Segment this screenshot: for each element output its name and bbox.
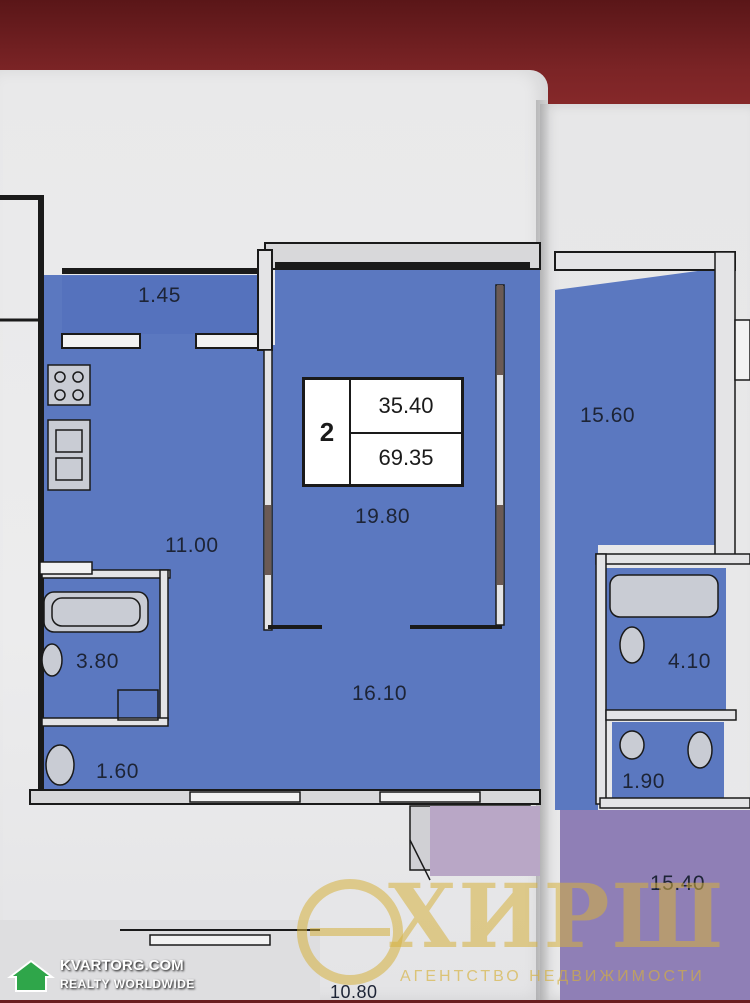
room-label-neighbor-room: 15.60 [580,404,636,427]
total-area: 69.35 [378,445,434,470]
site-watermark: KVARTORG.COM REALTY WORLDWIDE [6,955,196,995]
room-label-neighbor-lower: 15.40 [650,872,706,895]
bathtub [43,591,149,633]
rooms-count: 2 [305,380,351,484]
wall-balcony-side [257,249,273,351]
toilet [45,744,75,786]
window-balcony [195,333,259,349]
room-label-bathroom: 3.80 [76,650,119,673]
neighbor-lower-fill [560,810,750,1000]
site-tagline: REALTY WORLDWIDE [60,977,195,991]
house-icon [7,959,55,992]
room-label-kitchen: 11.00 [165,534,219,557]
balcony-fill [62,276,262,334]
agency-brand: ХИРШ [388,864,726,968]
room-label-bedroom: 19.80 [355,505,411,528]
wall-left-top [0,195,44,200]
room-label-neighbor-wc: 1.90 [622,770,665,793]
wall-top-left [62,268,267,274]
partition-left [263,349,273,631]
apartment-info-box: 2 35.40 69.35 [302,377,464,487]
site-name: KVARTORG.COM [60,957,184,974]
bath-sink [41,643,63,677]
room-label-wc: 1.60 [96,760,139,783]
room-label-bottom: 10.80 [330,982,378,1002]
room-label-living: 16.10 [352,682,408,705]
kitchen-sink [47,419,91,491]
agency-logo-icon [297,879,403,985]
room-label-neighbor-bath: 4.10 [668,650,711,673]
agency-tagline: АГЕНТСТВО НЕДВИЖИМОСТИ [400,968,705,985]
window-top-left [61,333,141,349]
wall-left [38,195,44,795]
stove [47,364,91,406]
room-label-balcony: 1.45 [138,284,181,307]
living-area: 35.40 [351,380,461,434]
neighbor-wall-top [554,251,736,271]
neighbor-bathtub [609,574,719,618]
